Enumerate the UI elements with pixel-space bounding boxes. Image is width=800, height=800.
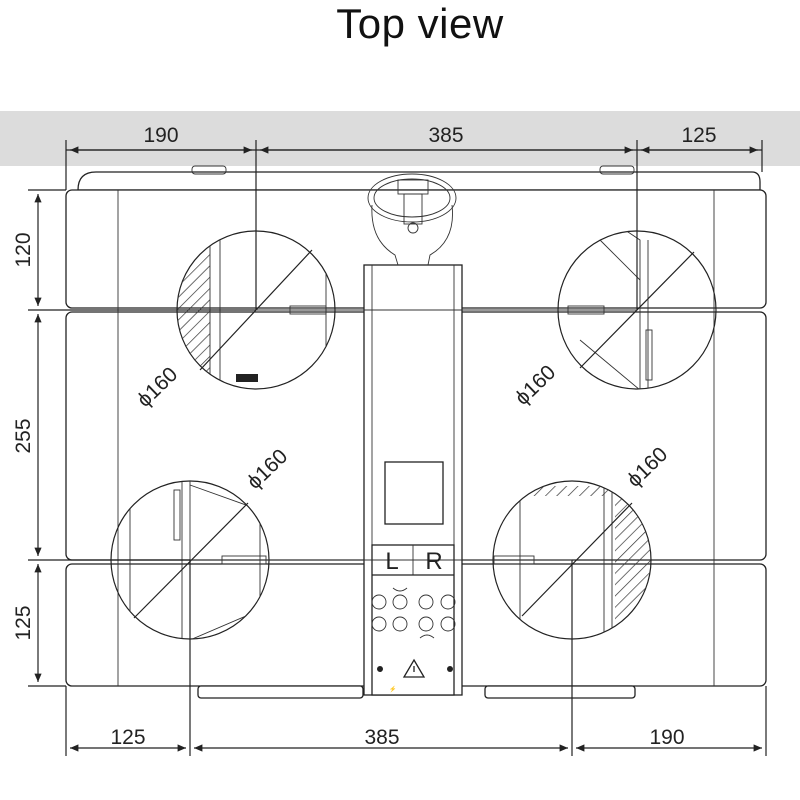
dim-top-2: 385 [428,124,463,147]
header-band [0,111,800,166]
warning-triangle-icon [402,658,426,678]
dim-left-2: 255 [12,418,35,453]
screw-right [447,666,453,672]
dim-left-3: 125 [12,605,35,640]
foot-right [484,685,636,699]
svg-text:⚡: ⚡ [389,685,396,693]
power-cable [367,173,457,266]
dim-bottom-2: 385 [364,726,399,749]
icon-grid [371,587,456,639]
dimension-lines [28,140,767,756]
dim-top-3: 125 [681,124,716,147]
connector-panel [371,544,455,696]
top-lid [77,171,761,191]
left-side-label: L [385,548,398,575]
right-side-label: R [425,548,442,575]
screw-left [377,666,383,672]
dim-bottom-3: 190 [649,726,684,749]
page-title: Top view [336,0,504,47]
foot-left [197,685,364,699]
control-column: ⚡ [363,264,463,696]
dim-top-1: 190 [143,124,178,147]
dim-bottom-1: 125 [110,726,145,749]
display-window [384,461,444,525]
dim-left-1: 120 [12,232,35,267]
